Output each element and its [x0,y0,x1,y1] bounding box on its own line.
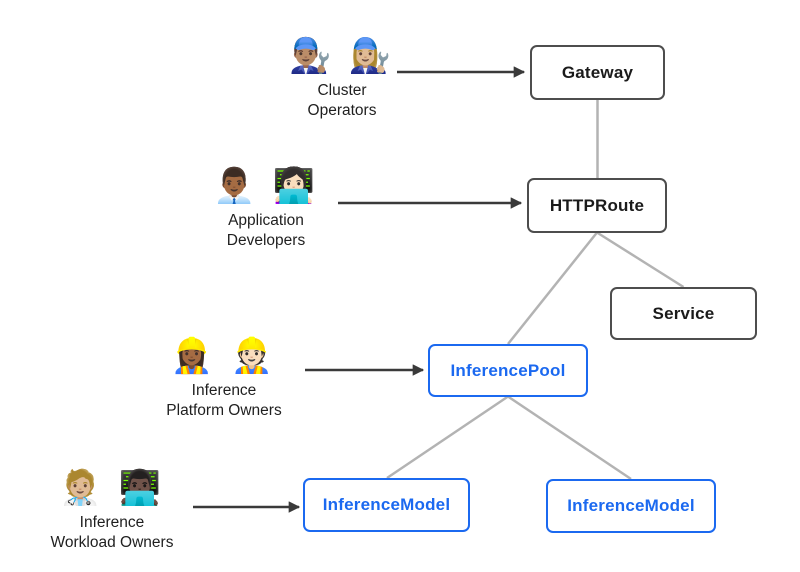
inference-platform-owners-label: Inference Platform Owners [166,382,282,419]
connector-inferencepool-inferencemodel-left [386,395,509,480]
inference-platform-owners-emoji: 👷🏾‍♀️ 👷🏻 [170,337,278,375]
cluster-operators-label: Cluster Operators [307,82,377,119]
node-httproute-label: HTTPRoute [549,195,645,215]
node-service-label: Service [652,303,715,323]
node-httproute: HTTPRoute [527,178,667,233]
node-inferencepool-label: InferencePool [450,360,566,380]
persona-inference-platform-owners: 👷🏾‍♀️ 👷🏻 Inference Platform Owners [166,336,281,421]
connector-httproute-inferencepool [507,231,598,345]
inference-workload-owners-emoji: 🧑🏼‍⚕️ 👨🏿‍💻 [58,469,166,507]
node-inferencemodel-right-label: InferenceModel [567,496,695,515]
node-gateway: Gateway [530,45,665,100]
node-inferencepool: InferencePool [428,344,588,397]
inference-workload-owners-label: Inference Workload Owners [50,514,174,551]
persona-application-developers: 👨🏾‍💼 👩🏻‍💻 Application Developers [213,166,319,251]
connector-httproute-service [596,231,685,289]
node-inferencemodel-left-label: InferenceModel [322,495,451,514]
persona-cluster-operators: 👨🏽‍🔧 👩🏼‍🔧 Cluster Operators [289,36,395,121]
persona-inference-workload-owners: 🧑🏼‍⚕️ 👨🏿‍💻 Inference Workload Owners [51,468,174,553]
node-inferencemodel-left: InferenceModel [303,478,470,532]
connector-inferencepool-inferencemodel-right [507,395,632,481]
node-service: Service [610,287,757,340]
application-developers-label: Application Developers [226,212,306,249]
cluster-operators-emoji: 👨🏽‍🔧 👩🏼‍🔧 [288,37,396,75]
node-inferencemodel-right: InferenceModel [546,479,716,533]
application-developers-emoji: 👨🏾‍💼 👩🏻‍💻 [212,167,320,205]
node-gateway-label: Gateway [561,62,634,82]
